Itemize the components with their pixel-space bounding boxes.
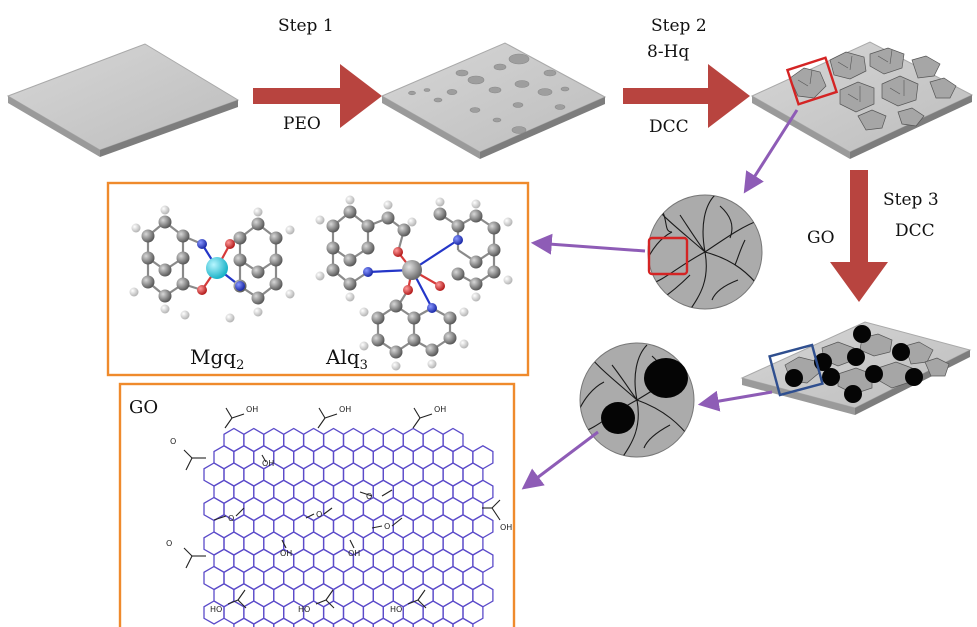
go-particle-large — [644, 358, 688, 398]
plain-substrate — [6, 43, 240, 157]
hexagon-cell — [332, 617, 355, 627]
go-label-ho-3: HO — [390, 605, 402, 614]
step3-arrow — [830, 170, 888, 302]
hexagon-cell — [432, 617, 454, 627]
mg-atom — [206, 257, 228, 279]
hexagon-cell — [372, 617, 394, 627]
step2-arrow — [623, 64, 750, 128]
hexagon-cell — [312, 617, 335, 627]
mgq2-alq3-coated-substrate — [750, 41, 974, 159]
go-label-oh-5: OH — [500, 523, 512, 532]
go-label-oh-1: OH — [246, 405, 258, 414]
alq3-molecule — [315, 195, 513, 371]
magnified-flakes-circle — [647, 194, 763, 310]
go-label-ho-1: HO — [210, 605, 222, 614]
hexagon-cell — [253, 617, 275, 627]
alq3-label: Alq3 — [325, 345, 368, 373]
peo-coated-substrate — [380, 42, 607, 159]
go-coated-substrate — [740, 321, 972, 415]
go-panel-frame — [118, 382, 516, 627]
zoom-box-red — [647, 236, 689, 276]
hexagon-cell — [392, 617, 414, 627]
go-label-o-6: O — [166, 539, 172, 548]
graphene-oxide-lattice — [203, 427, 494, 627]
go-functional-groups: OH OH OH O OH O O O O OH O OH OH HO HO H… — [166, 405, 512, 614]
go-label-o-3: O — [228, 514, 234, 523]
go-label-oh-6: OH — [280, 549, 292, 558]
go-label-oh-3: OH — [434, 405, 446, 414]
hexagon-cell — [233, 617, 255, 627]
go-label-ho-2: HO — [298, 605, 310, 614]
step1-reagent: PEO — [283, 114, 321, 134]
step2-reagent-dcc: DCC — [649, 117, 689, 137]
al-atom — [402, 260, 422, 280]
magnified-go-circle — [579, 342, 695, 458]
hexagon-cell — [412, 617, 434, 627]
mgq2-molecule — [129, 205, 295, 323]
step3-title: Step 3 — [883, 190, 939, 210]
step3-reagent-go: GO — [807, 228, 835, 248]
selection-box-red — [785, 56, 839, 106]
go-label-o-4: O — [316, 510, 322, 519]
mgq2-label: Mgq2 — [190, 345, 244, 373]
go-particle-small — [601, 402, 635, 434]
step1-arrow — [253, 64, 382, 128]
go-label-o-5: O — [384, 522, 390, 531]
hexagon-cell — [293, 617, 315, 627]
go-label-oh-4: OH — [262, 459, 274, 468]
go-label-o-1: O — [170, 437, 176, 446]
step2-reagent-8hq: 8-Hq — [647, 42, 689, 62]
hexagon-cell — [352, 617, 374, 627]
hexagon-cell — [452, 617, 474, 627]
step2-title: Step 2 — [651, 16, 707, 36]
purple-pointer-arrows — [521, 109, 799, 490]
go-label-oh-7: OH — [348, 549, 360, 558]
selection-box-blue — [768, 343, 824, 397]
hexagon-cell — [273, 617, 295, 627]
go-panel-title: GO — [129, 397, 158, 418]
go-label-o-2: O — [366, 492, 372, 501]
go-label-oh-2: OH — [339, 405, 351, 414]
step3-reagent-dcc: DCC — [895, 221, 935, 241]
step1-title: Step 1 — [278, 16, 334, 36]
